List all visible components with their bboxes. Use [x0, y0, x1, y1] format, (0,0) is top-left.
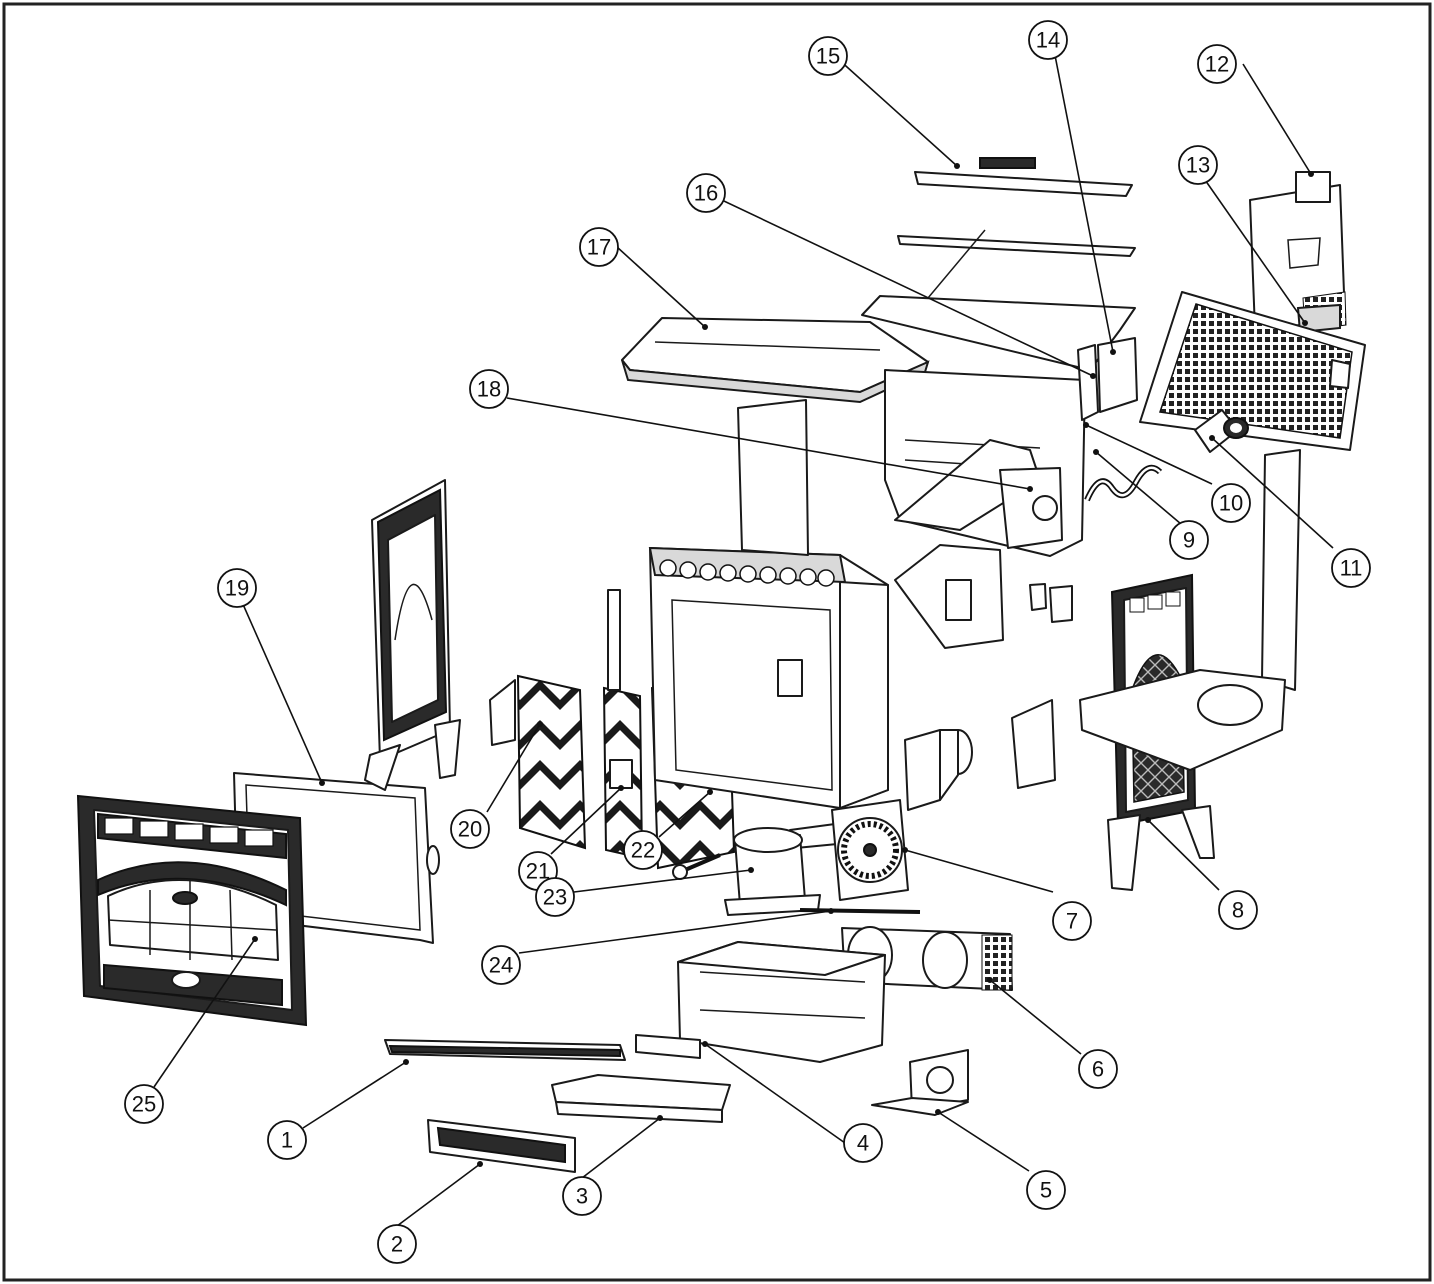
part-front-trim-bar — [384, 1039, 626, 1061]
part-left-side-panel — [364, 479, 461, 791]
leader-lines — [153, 39, 1334, 1227]
callout-label: 13 — [1186, 153, 1210, 178]
callout-25: 25 — [124, 1084, 164, 1124]
callout-label: 9 — [1183, 528, 1195, 553]
leader-arrowheads — [252, 163, 1314, 1167]
callout-3: 3 — [562, 1176, 602, 1216]
callout-label: 10 — [1219, 491, 1243, 516]
part-combustion-blower — [831, 799, 909, 901]
part-base-tray — [1079, 669, 1286, 771]
callout-17: 17 — [579, 227, 619, 267]
callout-14: 14 — [1028, 20, 1068, 60]
part-firebox — [648, 546, 889, 809]
callout-label: 23 — [543, 885, 567, 910]
callout-4: 4 — [843, 1123, 883, 1163]
part-top — [621, 317, 930, 404]
part-lower-box — [677, 941, 886, 1063]
part-left-firebrick — [489, 674, 587, 850]
part-inner-chassis — [861, 229, 1138, 557]
part-bracket-5 — [871, 1049, 969, 1116]
callout-11: 11 — [1331, 548, 1371, 588]
callout-9: 9 — [1169, 520, 1209, 560]
callout-label: 14 — [1036, 28, 1060, 53]
callout-10: 10 — [1211, 483, 1251, 523]
callout-16: 16 — [686, 173, 726, 213]
callout-8: 8 — [1218, 890, 1258, 930]
part-igniter — [1194, 409, 1249, 453]
callout-12: 12 — [1197, 44, 1237, 84]
callout-13: 13 — [1178, 145, 1218, 185]
part-rear-panel — [737, 399, 809, 556]
callout-24: 24 — [481, 945, 521, 985]
callout-label: 22 — [631, 838, 655, 863]
callout-22: 22 — [623, 830, 663, 870]
callout-label: 25 — [132, 1092, 156, 1117]
part-top-trim — [897, 157, 1136, 257]
callout-label: 4 — [857, 1131, 869, 1156]
callout-label: 8 — [1232, 898, 1244, 923]
part-slide-plate — [635, 1034, 701, 1059]
part-front-door — [76, 794, 308, 1027]
callout-label: 7 — [1066, 909, 1078, 934]
callout-6: 6 — [1078, 1049, 1118, 1089]
callout-5: 5 — [1026, 1170, 1066, 1210]
callout-label: 3 — [576, 1184, 588, 1209]
callout-label: 12 — [1205, 52, 1229, 77]
part-feed-bracket — [894, 467, 1073, 789]
callout-label: 1 — [281, 1128, 293, 1153]
part-center-firebrick — [602, 589, 644, 860]
callout-label: 16 — [694, 181, 718, 206]
callout-label: 17 — [587, 235, 611, 260]
callout-20: 20 — [450, 809, 490, 849]
callout-label: 2 — [391, 1232, 403, 1257]
callout-label: 18 — [477, 377, 501, 402]
part-ash-lip — [427, 1119, 576, 1173]
callout-label: 15 — [816, 44, 840, 69]
callout-label: 19 — [225, 576, 249, 601]
callout-label: 11 — [1340, 556, 1363, 581]
callout-1: 1 — [267, 1120, 307, 1160]
callout-label: 5 — [1040, 1178, 1052, 1203]
callout-7: 7 — [1052, 901, 1092, 941]
part-hoses — [1084, 464, 1163, 502]
callout-label: 20 — [458, 817, 482, 842]
part-auger-rod — [799, 908, 921, 914]
callout-19: 19 — [217, 568, 257, 608]
callout-label: 6 — [1092, 1057, 1104, 1082]
part-burn-pot — [672, 827, 821, 916]
callout-label: 24 — [489, 953, 513, 978]
callout-23: 23 — [535, 877, 575, 917]
callout-18: 18 — [469, 369, 509, 409]
callout-15: 15 — [808, 36, 848, 76]
part-ash-pan — [551, 1074, 731, 1123]
callout-2: 2 — [377, 1224, 417, 1264]
part-rear-assembly — [1139, 171, 1366, 691]
